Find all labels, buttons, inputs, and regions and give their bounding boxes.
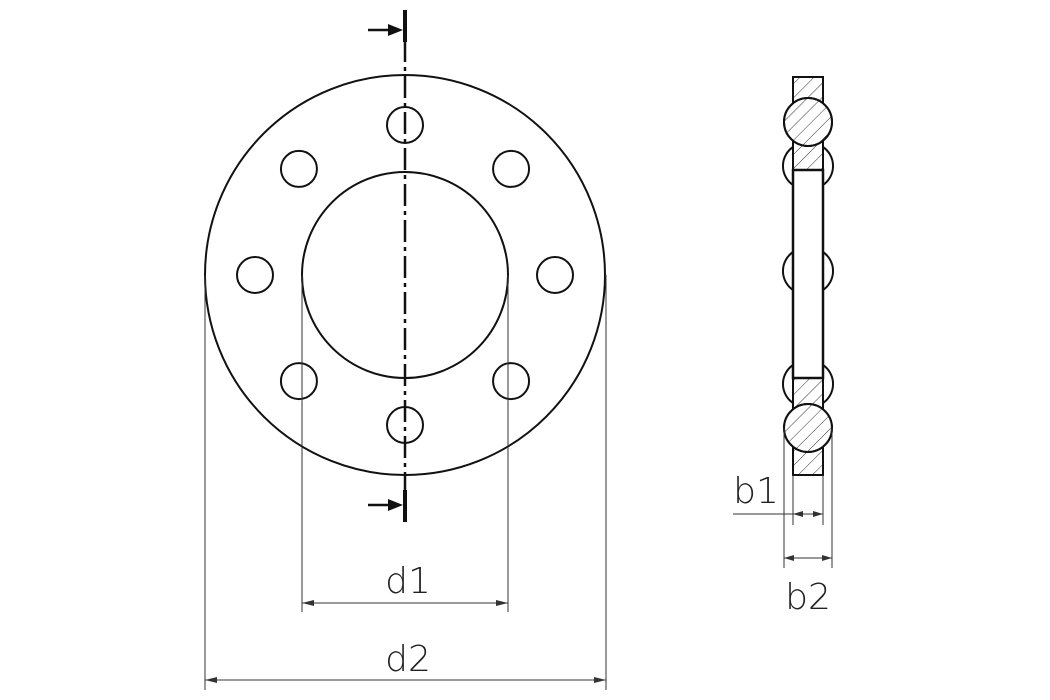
arrow-top-icon xyxy=(388,24,403,36)
ball-section-top xyxy=(783,97,833,147)
dimension-b2: b2 xyxy=(783,428,833,618)
bolt-hole xyxy=(236,256,274,294)
label-b1: b1 xyxy=(733,471,779,512)
ball-section-bottom xyxy=(783,403,833,453)
label-d1: d1 xyxy=(385,561,431,602)
bolt-hole xyxy=(536,256,574,294)
arrow-bottom-icon xyxy=(388,499,403,511)
label-b2: b2 xyxy=(785,577,831,618)
dimension-d2: d2 xyxy=(204,275,607,690)
bolt-hole xyxy=(279,362,318,401)
side-section-view xyxy=(781,76,835,476)
bolt-hole xyxy=(279,149,318,188)
bolt-hole xyxy=(492,149,531,188)
bolt-hole xyxy=(492,362,531,401)
label-d2: d2 xyxy=(385,639,431,680)
dimension-d1: d1 xyxy=(301,275,509,612)
bolt-holes xyxy=(236,106,574,444)
dimension-b1: b1 xyxy=(733,471,824,525)
inner-bore xyxy=(791,168,825,380)
front-view xyxy=(204,10,606,522)
